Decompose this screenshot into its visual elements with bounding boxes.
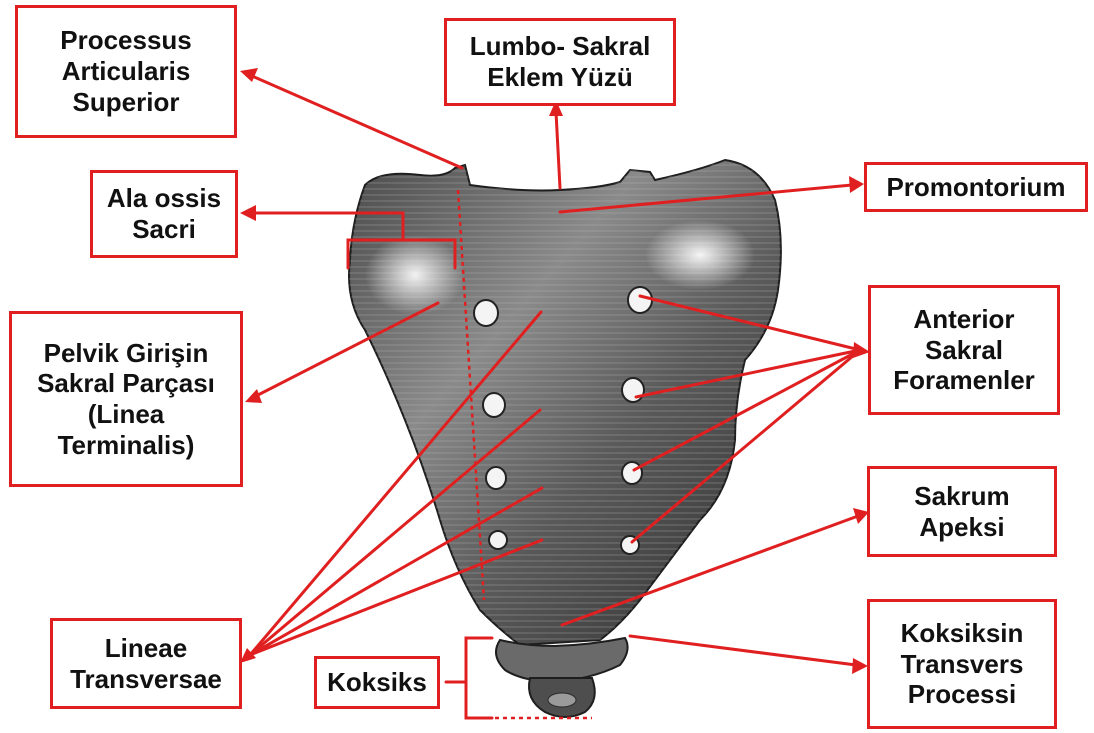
label-sakrum-apeksi: Sakrum Apeksi	[867, 466, 1057, 557]
label-koksiksin-transvers-processi: Koksiksin Transvers Processi	[867, 599, 1057, 729]
label-lumbo-sakral-eklem-yuzu: Lumbo- Sakral Eklem Yüzü	[444, 18, 676, 106]
arrow-processus	[240, 68, 258, 82]
label-ala-ossis-sacri: Ala ossis Sacri	[90, 170, 238, 258]
foramen-right-1	[628, 287, 652, 313]
label-lineae-transversae: Lineae Transversae	[50, 618, 242, 709]
ala-highlight-left	[365, 235, 465, 315]
foramen-right-3	[622, 462, 642, 484]
label-promontorium: Promontorium	[864, 162, 1088, 212]
label-anterior-sakral-foramenler: Anterior Sakral Foramenler	[868, 285, 1060, 415]
foramen-left-1	[474, 300, 498, 326]
foramen-left-3	[486, 467, 506, 489]
label-processus-articularis-superior: Processus Articularis Superior	[15, 5, 237, 138]
foramen-right-2	[622, 378, 644, 402]
pointer-koksiksin	[630, 636, 856, 665]
arrow-koksiksin	[852, 658, 868, 674]
foramen-left-2	[483, 393, 505, 417]
bracket-koksiks	[466, 638, 492, 718]
arrow-promontorium	[849, 176, 864, 193]
foramen-left-4	[489, 531, 507, 549]
ala-highlight-right	[645, 220, 755, 290]
label-pelvik-girisin-sakral-parcasi: Pelvik Girişin Sakral Parçası (Linea Ter…	[9, 311, 243, 487]
pointer-lumbo	[556, 112, 560, 188]
coccyx-body	[496, 638, 628, 682]
arrow-pelvik	[245, 389, 262, 403]
label-koksiks: Koksiks	[314, 656, 440, 709]
pointer-processus	[252, 76, 462, 168]
arrow-ala	[240, 205, 256, 221]
